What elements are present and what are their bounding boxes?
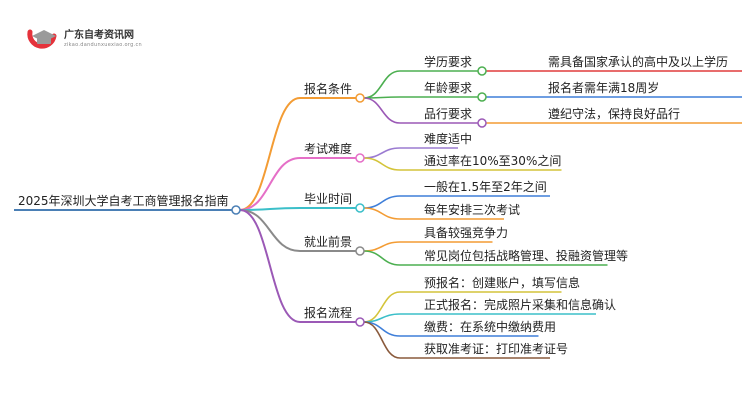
site-logo: 广东自考资讯网 zikao.dandunxuexiao.org.cn xyxy=(24,20,174,56)
child-link xyxy=(363,321,401,359)
child-label: 每年安排三次考试 xyxy=(424,202,520,217)
child-node-dot xyxy=(477,118,487,128)
child-link xyxy=(363,70,401,99)
detail-label: 遵纪守法，保持良好品行 xyxy=(548,106,680,121)
child-label: 难度适中 xyxy=(424,131,472,146)
detail-label: 报名者需年满18周岁 xyxy=(548,80,659,95)
child-node-dot xyxy=(477,66,487,76)
child-link xyxy=(363,241,401,252)
child-label: 通过率在10%至30%之间 xyxy=(424,153,561,168)
child-label: 正式报名：完成照片采集和信息确认 xyxy=(424,297,616,312)
child-label: 品行要求 xyxy=(424,107,472,121)
branch-label: 报名条件 xyxy=(304,81,352,96)
child-link xyxy=(363,97,401,124)
child-label: 年龄要求 xyxy=(424,81,472,95)
child-label: 常见岗位包括战略管理、投融资管理等 xyxy=(424,248,628,263)
child-link xyxy=(363,147,401,159)
branch-node-dot xyxy=(355,93,365,103)
branch-node-dot xyxy=(355,317,365,327)
branch-label: 毕业时间 xyxy=(304,192,352,206)
branch-link xyxy=(239,209,301,252)
site-url: zikao.dandunxuexiao.org.cn xyxy=(64,42,142,48)
child-label: 预报名：创建账户，填写信息 xyxy=(424,275,580,290)
child-label: 学历要求 xyxy=(424,54,472,69)
child-link xyxy=(363,195,401,209)
branch-node-dot xyxy=(355,153,365,163)
branch-node-dot xyxy=(355,203,365,213)
branch-node-dot xyxy=(355,246,365,256)
branch-label: 就业前景 xyxy=(304,234,352,249)
branch-link xyxy=(239,209,301,323)
site-name: 广东自考资讯网 xyxy=(64,30,134,41)
child-label: 缴费：在系统中缴纳费用 xyxy=(424,319,556,334)
child-link xyxy=(363,157,401,171)
branch-link xyxy=(239,157,301,211)
root-node-dot xyxy=(231,205,241,215)
child-label: 一般在1.5年至2年之间 xyxy=(424,179,547,194)
branch-label: 报名流程 xyxy=(304,305,352,320)
child-link xyxy=(363,207,401,220)
branch-label: 考试难度 xyxy=(304,141,352,156)
mindmap-links xyxy=(14,70,742,359)
child-link xyxy=(363,250,401,266)
child-label: 获取准考证：打印准考证号 xyxy=(424,342,568,356)
root-title: 2025年深圳大学自考工商管理报名指南 xyxy=(18,193,229,208)
child-node-dot xyxy=(477,92,487,102)
child-label: 具备较强竞争力 xyxy=(424,225,508,240)
mindmap-nodes: 2025年深圳大学自考工商管理报名指南 报名条件 学历要求 需具备国家承认的高中及以上… xyxy=(18,54,728,356)
detail-label: 需具备国家承认的高中及以上学历 xyxy=(548,54,728,69)
graduation-cap-icon xyxy=(27,29,57,49)
branch-link xyxy=(239,97,301,211)
